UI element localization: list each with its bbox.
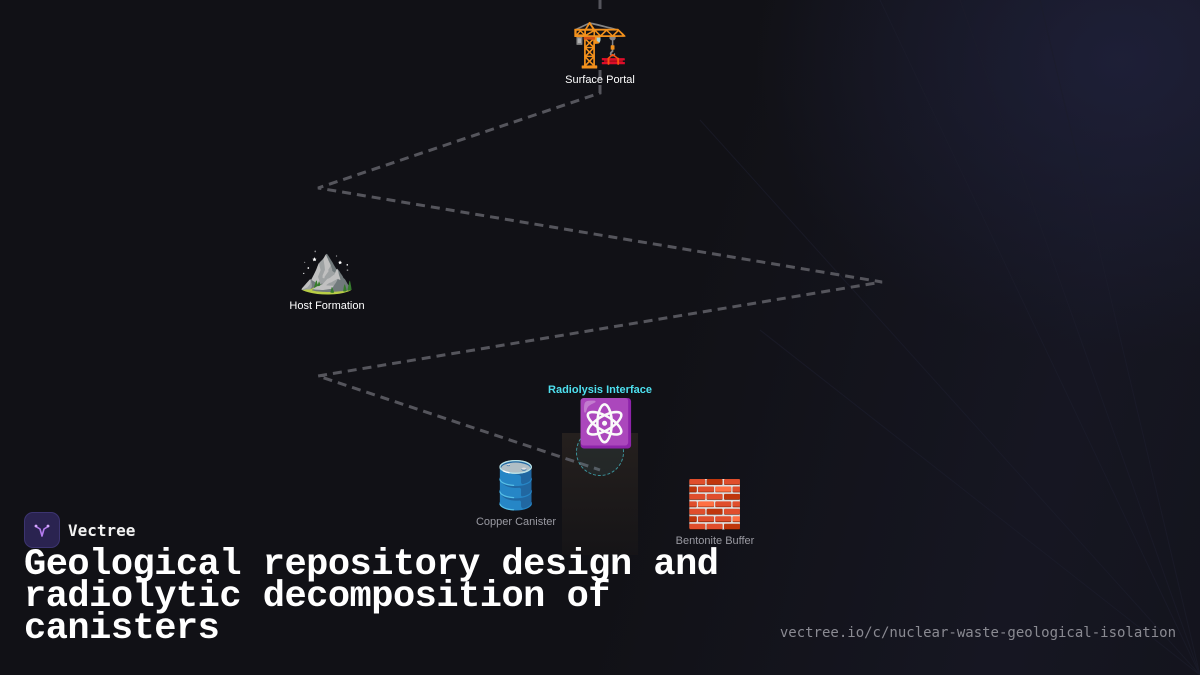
radiolysis-zone-ring [576,428,624,476]
node-label: Bentonite Buffer [675,535,755,547]
node-host-formation[interactable]: ⛰️ Host Formation [277,244,377,312]
node-copper-canister[interactable]: 🛢️ Copper Canister [468,460,564,528]
brick-wall-icon: 🧱 [686,477,744,531]
node-label: Copper Canister [475,516,557,528]
construction-crane-icon: 🏗️ [571,16,629,70]
node-label: Radiolysis Interface [548,384,652,396]
page-title: Geological repository design and radioly… [24,544,719,650]
vectree-logo-icon [24,512,60,548]
oil-drum-icon: 🛢️ [487,458,545,512]
node-bentonite-buffer[interactable]: 🧱 Bentonite Buffer [665,479,765,547]
node-radiolysis-interface[interactable]: Radiolysis Interface ⚛️ [530,384,670,448]
node-label: Host Formation [289,300,365,312]
atom-icon: ⚛️ [577,396,635,450]
brand[interactable]: Vectree [24,512,135,548]
brand-name: Vectree [68,520,136,540]
node-surface-portal[interactable]: 🏗️ Surface Portal [550,18,650,86]
mountain-icon: ⛰️ [298,242,356,296]
source-url[interactable]: vectree.io/c/nuclear-waste-geological-is… [779,625,1176,641]
node-label: Surface Portal [565,74,635,86]
